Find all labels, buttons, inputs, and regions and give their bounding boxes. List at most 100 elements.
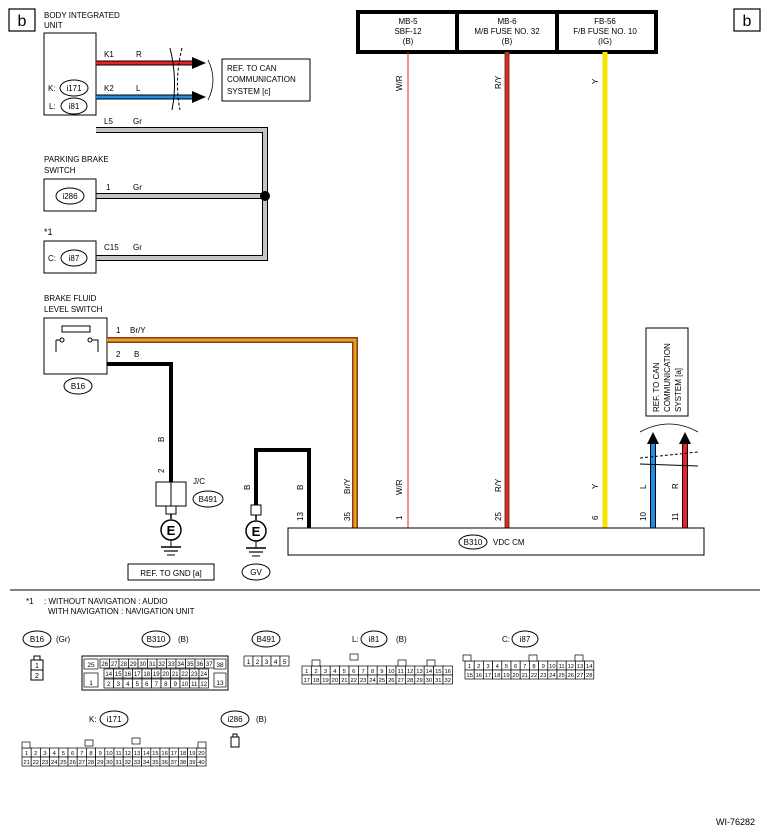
connector-pin-label: 35	[152, 760, 158, 766]
connector-pin-label: 7	[361, 669, 364, 675]
audio-nav-connector	[60, 249, 88, 267]
connector-pin-label: 15	[466, 673, 472, 679]
svg-text:(B): (B)	[178, 635, 189, 644]
wire-vdc-ground	[254, 448, 311, 528]
connector-pin-label: 17	[485, 673, 491, 679]
svg-text:Gr: Gr	[133, 243, 142, 252]
svg-text:R: R	[671, 483, 680, 489]
connector-pin-label: 2	[314, 669, 317, 675]
svg-text:(B): (B)	[396, 635, 407, 644]
connector-pin-label: 3	[265, 659, 269, 666]
connector-pin-label: 37	[171, 760, 177, 766]
connector-pin-label: 24	[51, 760, 58, 766]
section-marker-left: b	[8, 8, 36, 32]
svg-text:K:: K:	[89, 715, 97, 724]
svg-text:J/C: J/C	[193, 477, 205, 486]
connector-pin-label: 7	[80, 751, 83, 757]
connector-pin-label: 31	[115, 760, 121, 766]
connector-pin-label: 28	[586, 673, 592, 679]
connector-pin-label: 27	[397, 678, 403, 684]
connector-pin-label: 29	[130, 662, 137, 668]
biu-l-label: L:	[49, 102, 56, 111]
connector-pin-label: 3	[324, 669, 327, 675]
svg-text:11: 11	[671, 512, 680, 521]
connector-pin-label: 28	[120, 662, 127, 668]
svg-text:i87: i87	[520, 635, 531, 644]
section-marker-right: b	[733, 8, 761, 32]
connector-pin-label: 34	[143, 760, 150, 766]
svg-text:C15: C15	[104, 243, 119, 252]
can-ref-left-bracket	[207, 59, 214, 101]
connector-pin-label: 3	[117, 682, 121, 688]
connector-pin	[21, 741, 31, 749]
fuse-fb56: FB-56 F/B FUSE NO. 10 (IG)	[573, 17, 637, 46]
connector-pin-label: 26	[69, 760, 75, 766]
connector-pin-label: 8	[532, 664, 535, 670]
connector-pin-label: 22	[181, 672, 188, 678]
svg-text:B491: B491	[199, 495, 218, 504]
connector-pin-label: 10	[106, 751, 112, 757]
svg-text:Y: Y	[591, 78, 600, 84]
svg-text:Br/Y: Br/Y	[343, 478, 352, 494]
vdc-cm-connector	[458, 534, 488, 550]
svg-text:SBF-12: SBF-12	[394, 27, 422, 36]
connector-pin-label: 12	[407, 669, 413, 675]
connector-pin-label: 13	[216, 680, 224, 687]
svg-text:COMMUNICATION: COMMUNICATION	[663, 343, 672, 412]
connector-pin-label: 6	[71, 751, 74, 757]
connector-pin-label: 13	[134, 751, 140, 757]
connector-pin-label: 18	[313, 678, 319, 684]
splice-point	[260, 191, 270, 201]
svg-text:PARKING BRAKE: PARKING BRAKE	[44, 155, 109, 164]
connector-pin-label: 5	[343, 669, 346, 675]
connector-pin-label: 23	[360, 678, 366, 684]
connector-pin	[528, 654, 538, 662]
connector-pin-label: 12	[200, 682, 207, 688]
figure-id: WI-76282	[716, 817, 755, 827]
connector-pin-label: 34	[177, 662, 184, 668]
svg-text:(IG): (IG)	[598, 37, 612, 46]
connector-pin-label: 4	[53, 751, 57, 757]
connector-pin-label: 22	[33, 760, 39, 766]
biu-l-connector	[60, 97, 88, 115]
connector-pin-label: 21	[341, 678, 347, 684]
svg-text:GV: GV	[250, 568, 262, 577]
connector-pin-label: 25	[558, 673, 564, 679]
wire-k1-color: R	[136, 50, 142, 59]
connector-pin-label: 1	[468, 664, 471, 670]
wire-l5-pin: L5	[104, 117, 113, 126]
svg-text:FB-56: FB-56	[594, 17, 616, 26]
gv-ground-point	[241, 563, 271, 581]
connector-pin-label: 5	[505, 664, 508, 670]
svg-text:B: B	[134, 350, 139, 359]
svg-text:Y: Y	[591, 483, 600, 489]
connector-pin-label: 13	[416, 669, 422, 675]
svg-text:2: 2	[116, 350, 121, 359]
connector-pin-label: 16	[476, 673, 482, 679]
svg-text:VDC CM: VDC CM	[493, 538, 525, 547]
connector-pin-label: 24	[200, 672, 207, 678]
connector-pin	[84, 739, 94, 747]
svg-text:i286: i286	[62, 192, 78, 201]
svg-text:REF. TO CAN: REF. TO CAN	[652, 362, 661, 412]
note-line2: WITH NAVIGATION : NAVIGATION UNIT	[48, 607, 195, 616]
connector-pin	[349, 653, 359, 661]
connector-pin-label: 5	[283, 659, 287, 666]
connector-pin-label: 11	[398, 669, 404, 675]
svg-text:B16: B16	[71, 382, 86, 391]
connector-pin-label: 20	[332, 678, 338, 684]
connector-pin-label: 12	[568, 664, 574, 670]
connector-pin-label: 29	[416, 678, 422, 684]
connector-pin	[198, 678, 209, 689]
note-mark: *1	[26, 597, 34, 606]
connector-pin-label: 17	[171, 751, 177, 757]
svg-text:10: 10	[639, 512, 648, 521]
vdc-cm-box	[287, 527, 705, 556]
connector-pin-label: 25	[379, 678, 385, 684]
svg-text:B491: B491	[257, 635, 276, 644]
svg-text:REF. TO GND [a]: REF. TO GND [a]	[140, 569, 202, 578]
svg-text:(Gr): (Gr)	[56, 635, 71, 644]
